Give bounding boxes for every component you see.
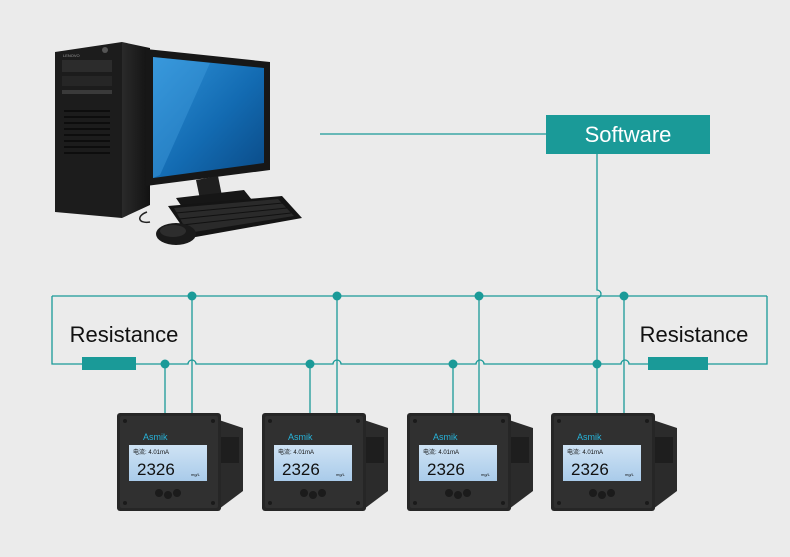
computer-keyboard bbox=[168, 196, 302, 238]
meter-lcd bbox=[129, 445, 207, 481]
resistance-label-left: Resistance bbox=[70, 322, 179, 347]
meter-brand: Asmik bbox=[433, 432, 458, 442]
wiring bbox=[51, 133, 768, 418]
meter-lcd bbox=[563, 445, 641, 481]
meter-3: Asmik 电流: 4.01mA 2326 mg/L bbox=[407, 413, 533, 511]
meter-2: Asmik 电流: 4.01mA 2326 mg/L bbox=[262, 413, 388, 511]
resistor-left bbox=[82, 357, 136, 370]
meter-value: 2326 bbox=[137, 460, 175, 479]
meter-status: 电流: 4.01mA bbox=[423, 448, 459, 456]
resistance-label-right: Resistance bbox=[640, 322, 749, 347]
meter-value: 2326 bbox=[282, 460, 320, 479]
meter-unit: mg/L bbox=[481, 472, 491, 477]
meter-value: 2326 bbox=[571, 460, 609, 479]
meter-lcd bbox=[274, 445, 352, 481]
desktop-computer: LENOVO bbox=[55, 42, 302, 245]
meter-unit: mg/L bbox=[191, 472, 201, 477]
meter-unit: mg/L bbox=[625, 472, 635, 477]
meter-1: Asmik 电流: 4.01mA 2326 mg/L bbox=[117, 413, 243, 511]
computer-brand-logo: LENOVO bbox=[63, 53, 80, 58]
meter-4: Asmik 电流: 4.01mA 2326 mg/L bbox=[551, 413, 677, 511]
meter-lcd bbox=[419, 445, 497, 481]
meter-unit: mg/L bbox=[336, 472, 346, 477]
meter-brand: Asmik bbox=[143, 432, 168, 442]
software-label: Software bbox=[585, 122, 672, 147]
computer-monitor bbox=[146, 49, 270, 210]
software-box: Software bbox=[546, 115, 710, 154]
computer-mouse bbox=[139, 211, 196, 245]
meter-status: 电流: 4.01mA bbox=[133, 448, 169, 456]
meter-brand: Asmik bbox=[288, 432, 313, 442]
meter-status: 电流: 4.01mA bbox=[278, 448, 314, 456]
meter-value: 2326 bbox=[427, 460, 465, 479]
computer-tower: LENOVO bbox=[55, 42, 150, 218]
resistor-right bbox=[648, 357, 708, 370]
meter-brand: Asmik bbox=[577, 432, 602, 442]
meter-status: 电流: 4.01mA bbox=[567, 448, 603, 456]
